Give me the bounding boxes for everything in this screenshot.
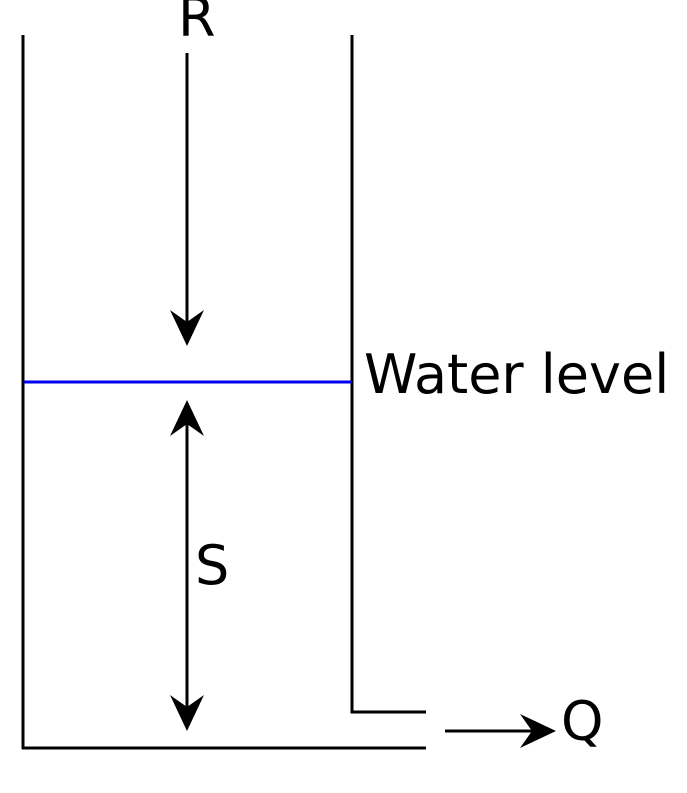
water-level-label: Water level: [364, 343, 669, 406]
outflow-label: Q: [561, 690, 604, 753]
storage-label: S: [195, 534, 229, 597]
inflow-arrowhead: [170, 310, 204, 346]
right-wall-outlet: [350, 35, 426, 714]
storage-arrowhead-up: [170, 400, 204, 436]
storage-arrowhead-down: [170, 695, 204, 731]
outflow-arrowhead: [520, 714, 556, 748]
inflow-label: R: [178, 0, 216, 49]
